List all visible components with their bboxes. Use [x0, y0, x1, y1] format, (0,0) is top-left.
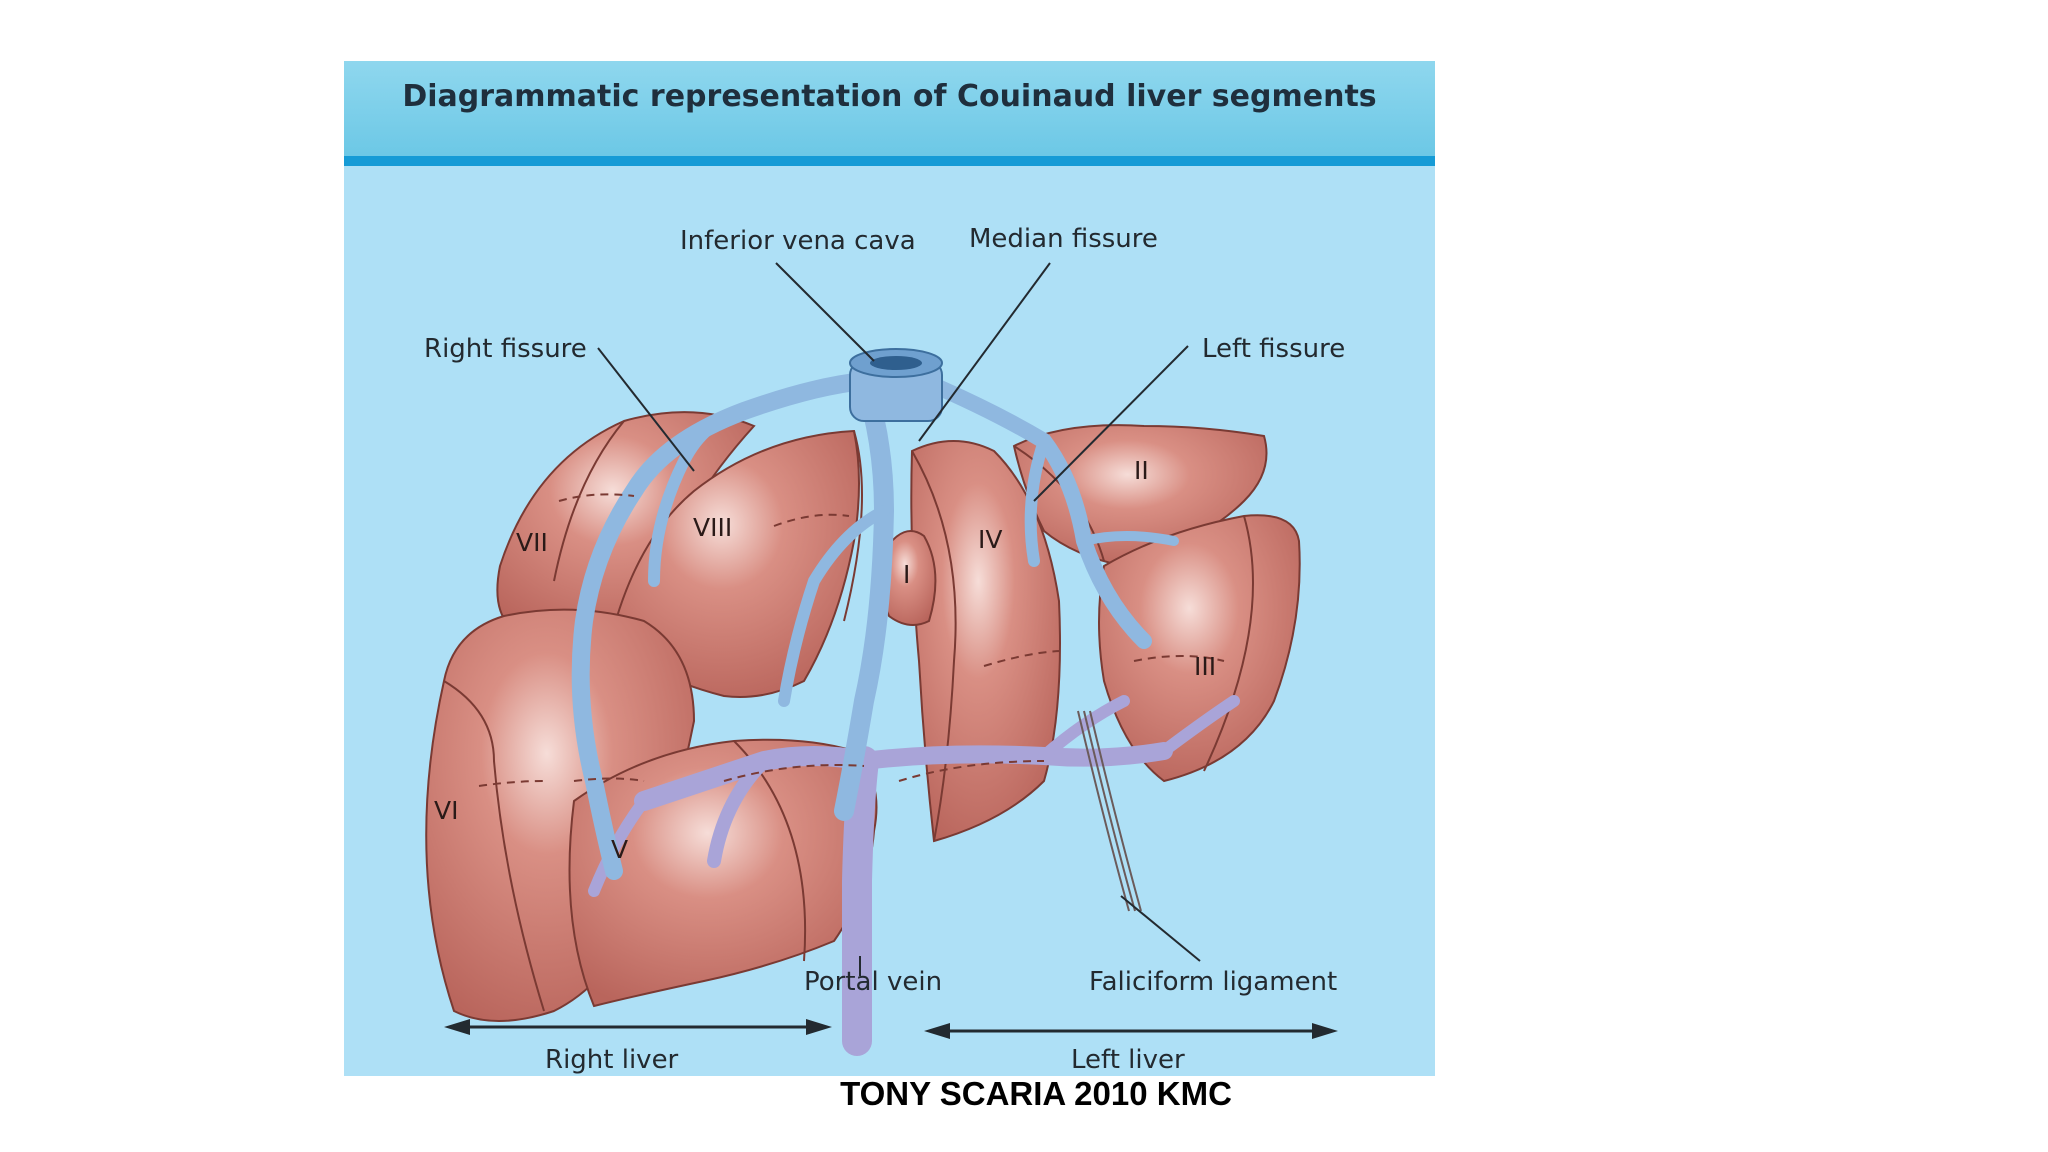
left-fissure-leader-line — [1033, 345, 1189, 502]
left-liver-label: Left liver — [1071, 1045, 1185, 1075]
diagram-figure: Diagrammatic representation of Couinaud … — [344, 61, 1435, 1076]
falciform-ligament — [1077, 710, 1142, 912]
median-fissure-label: Median fissure — [969, 224, 1158, 254]
segment-iv — [910, 440, 1061, 843]
left-fissure-label: Left fissure — [1202, 334, 1345, 364]
segment-iii-label: III — [1194, 652, 1216, 681]
title-bar: Diagrammatic representation of Couinaud … — [344, 61, 1435, 166]
falciform-label: Faliciform ligament — [1089, 967, 1337, 997]
segment-iii — [1098, 514, 1301, 783]
segment-iv-label: IV — [978, 525, 1002, 554]
segment-v-label: V — [611, 835, 628, 864]
portal-vein-tree — [588, 695, 1240, 1056]
segment-viii-label: VIII — [693, 513, 732, 542]
leader-lines — [597, 262, 1201, 976]
ivc-label: Inferior vena cava — [680, 226, 916, 256]
falciform-leader-line — [1120, 895, 1201, 962]
right-fissure-leader-line — [597, 347, 695, 472]
segment-i-label: I — [903, 560, 910, 589]
ivc-leader-line — [775, 262, 875, 362]
segment-ii-label: II — [1134, 456, 1149, 485]
left-liver-arrow — [924, 1023, 1338, 1039]
segment-vi-label: VI — [434, 796, 458, 825]
portal-vein-label: Portal vein — [804, 967, 942, 997]
segment-vii-label: VII — [516, 528, 548, 557]
right-liver-label: Right liver — [545, 1045, 679, 1075]
right-fissure-label: Right fissure — [424, 334, 587, 364]
diagram-title: Diagrammatic representation of Couinaud … — [402, 79, 1377, 114]
liver-diagram: Inferior vena cava Median fissure Right … — [424, 224, 1345, 1075]
segment-boundaries — [478, 493, 1225, 787]
right-liver-arrow — [444, 1019, 832, 1035]
credit-caption: TONY SCARIA 2010 KMC — [840, 1075, 1232, 1112]
hepatic-vein-tree — [571, 371, 1179, 880]
ivc — [849, 348, 943, 422]
median-fissure-leader-line — [918, 262, 1051, 442]
